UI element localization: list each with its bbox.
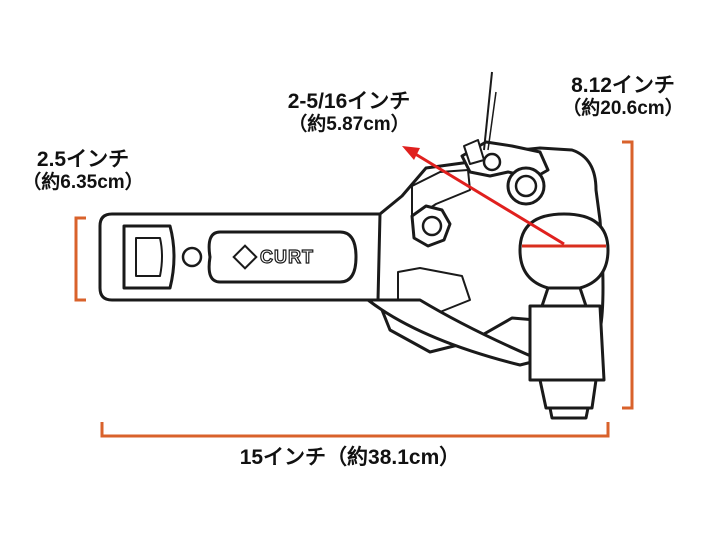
hitch-ball (518, 212, 610, 420)
curt-emblem-icon (232, 244, 258, 270)
shank-height-dimension-line (74, 216, 86, 302)
shank-height-label: 2.5インチ （約6.35cm） (22, 148, 144, 194)
length-label: 15インチ（約38.1cm） (239, 446, 461, 469)
latch-assembly (410, 71, 550, 248)
total-height-label: 8.12インチ （約20.6cm） (562, 74, 684, 120)
ball-diameter-label: 2-5/16インチ （約5.87cm） (287, 90, 411, 136)
total-height-dimension-line (622, 140, 634, 410)
shank (98, 212, 390, 302)
ball-diameter-arrow (402, 146, 565, 246)
curt-logo: CURT (232, 242, 340, 272)
length-dimension-line (100, 422, 610, 438)
dimension-lines (74, 140, 634, 438)
